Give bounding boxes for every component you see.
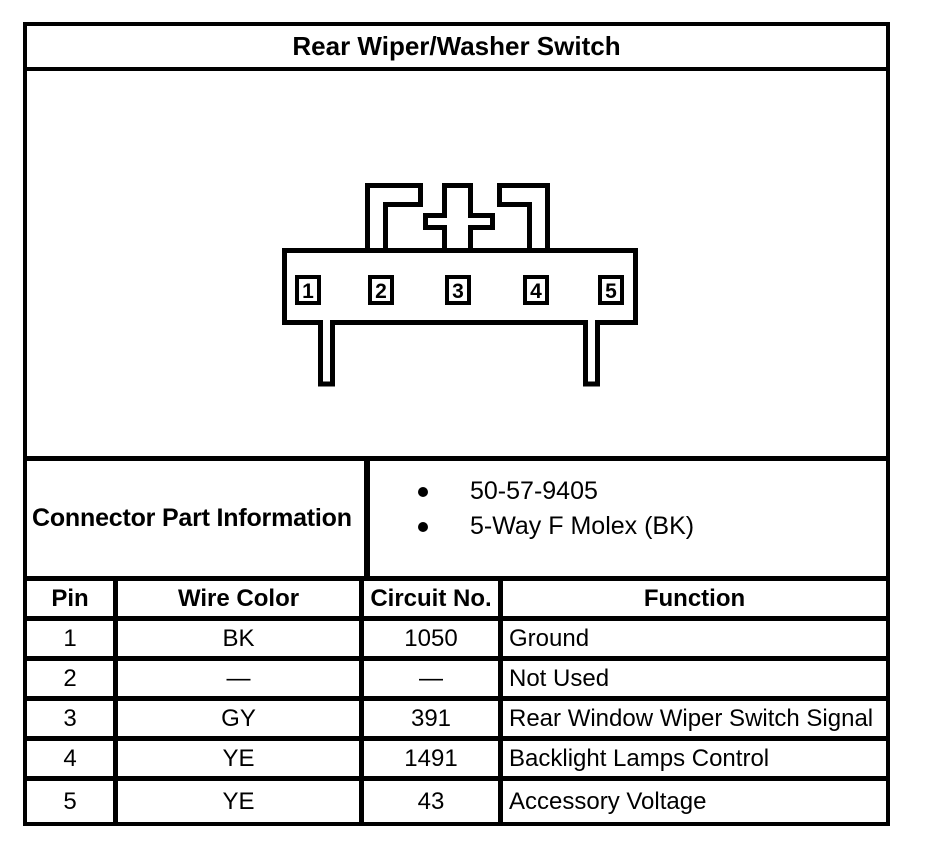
cell-wire-color: YE	[118, 741, 364, 781]
connector-part-info-section: Connector Part Information 50-57-9405 5-…	[27, 461, 886, 581]
bullet-icon	[418, 486, 428, 497]
part-description-row: 5-Way F Molex (BK)	[370, 509, 886, 544]
connector-key-right-icon	[497, 183, 550, 251]
pin-number: 2	[375, 280, 387, 303]
cell-pin: 1	[27, 621, 118, 661]
table-header-row: Pin Wire Color Circuit No. Function	[27, 581, 886, 621]
cell-pin: 3	[27, 701, 118, 741]
pin-box-2	[368, 275, 394, 305]
connector-leg-right	[583, 320, 600, 387]
connector-leg-left	[318, 320, 335, 387]
connector-body	[282, 248, 638, 325]
cell-circuit-no: 1491	[364, 741, 503, 781]
cell-pin: 2	[27, 661, 118, 701]
part-number-row: 50-57-9405	[370, 474, 886, 509]
cell-wire-color: GY	[118, 701, 364, 741]
cell-function: Ground	[503, 621, 886, 661]
pin-box-4	[523, 275, 549, 305]
page-title: Rear Wiper/Washer Switch	[292, 31, 621, 61]
cell-wire-color: BK	[118, 621, 364, 661]
table-row: 5 YE 43 Accessory Voltage	[27, 781, 886, 822]
cell-circuit-no: 391	[364, 701, 503, 741]
connector-diagram-section: 1 2 3 4 5	[27, 71, 886, 461]
cell-function: Accessory Voltage	[509, 787, 707, 815]
connector-drawing: 1 2 3 4 5	[282, 183, 638, 387]
bullet-icon	[418, 521, 428, 532]
pin-box-1	[295, 275, 321, 305]
table-row: 3 GY 391 Rear Window Wiper Switch Signal	[27, 701, 886, 741]
header-wire-color: Wire Color	[118, 581, 364, 621]
connector-figure: Rear Wiper/Washer Switch 1 2	[23, 22, 890, 826]
cell-pin: 5	[27, 781, 118, 822]
part-number: 50-57-9405	[470, 477, 598, 505]
header-pin: Pin	[27, 581, 118, 621]
cell-function: Not Used	[503, 661, 886, 701]
pinout-table: Pin Wire Color Circuit No. Function 1 BK…	[27, 581, 886, 822]
pin-number: 1	[302, 280, 314, 303]
cell-circuit-no: 43	[364, 781, 503, 822]
table-row: 2 — — Not Used	[27, 661, 886, 701]
pin-number: 3	[452, 280, 464, 303]
table-row: 1 BK 1050 Ground	[27, 621, 886, 661]
table-row: 4 YE 1491 Backlight Lamps Control	[27, 741, 886, 781]
header-function: Function	[503, 581, 886, 621]
cell-circuit-no: 1050	[364, 621, 503, 661]
part-info-label: Connector Part Information	[32, 504, 352, 532]
pin-box-5	[598, 275, 624, 305]
pin-box-3	[445, 275, 471, 305]
cell-circuit-no: —	[364, 661, 503, 701]
part-info-label-cell: Connector Part Information	[27, 461, 370, 576]
connector-key-cross-icon	[423, 183, 495, 254]
pin-number: 4	[530, 280, 542, 303]
pin-number: 5	[605, 280, 617, 303]
connector-key-left-icon	[365, 183, 423, 251]
cell-wire-color: YE	[118, 781, 364, 822]
part-info-values-cell: 50-57-9405 5-Way F Molex (BK)	[370, 461, 886, 576]
cell-function: Rear Window Wiper Switch Signal	[503, 701, 886, 741]
part-description: 5-Way F Molex (BK)	[470, 512, 695, 540]
cell-wire-color: —	[118, 661, 364, 701]
cell-pin: 4	[27, 741, 118, 781]
header-circuit-no: Circuit No.	[364, 581, 503, 621]
title-bar: Rear Wiper/Washer Switch	[27, 26, 886, 71]
cell-function: Backlight Lamps Control	[503, 741, 886, 781]
